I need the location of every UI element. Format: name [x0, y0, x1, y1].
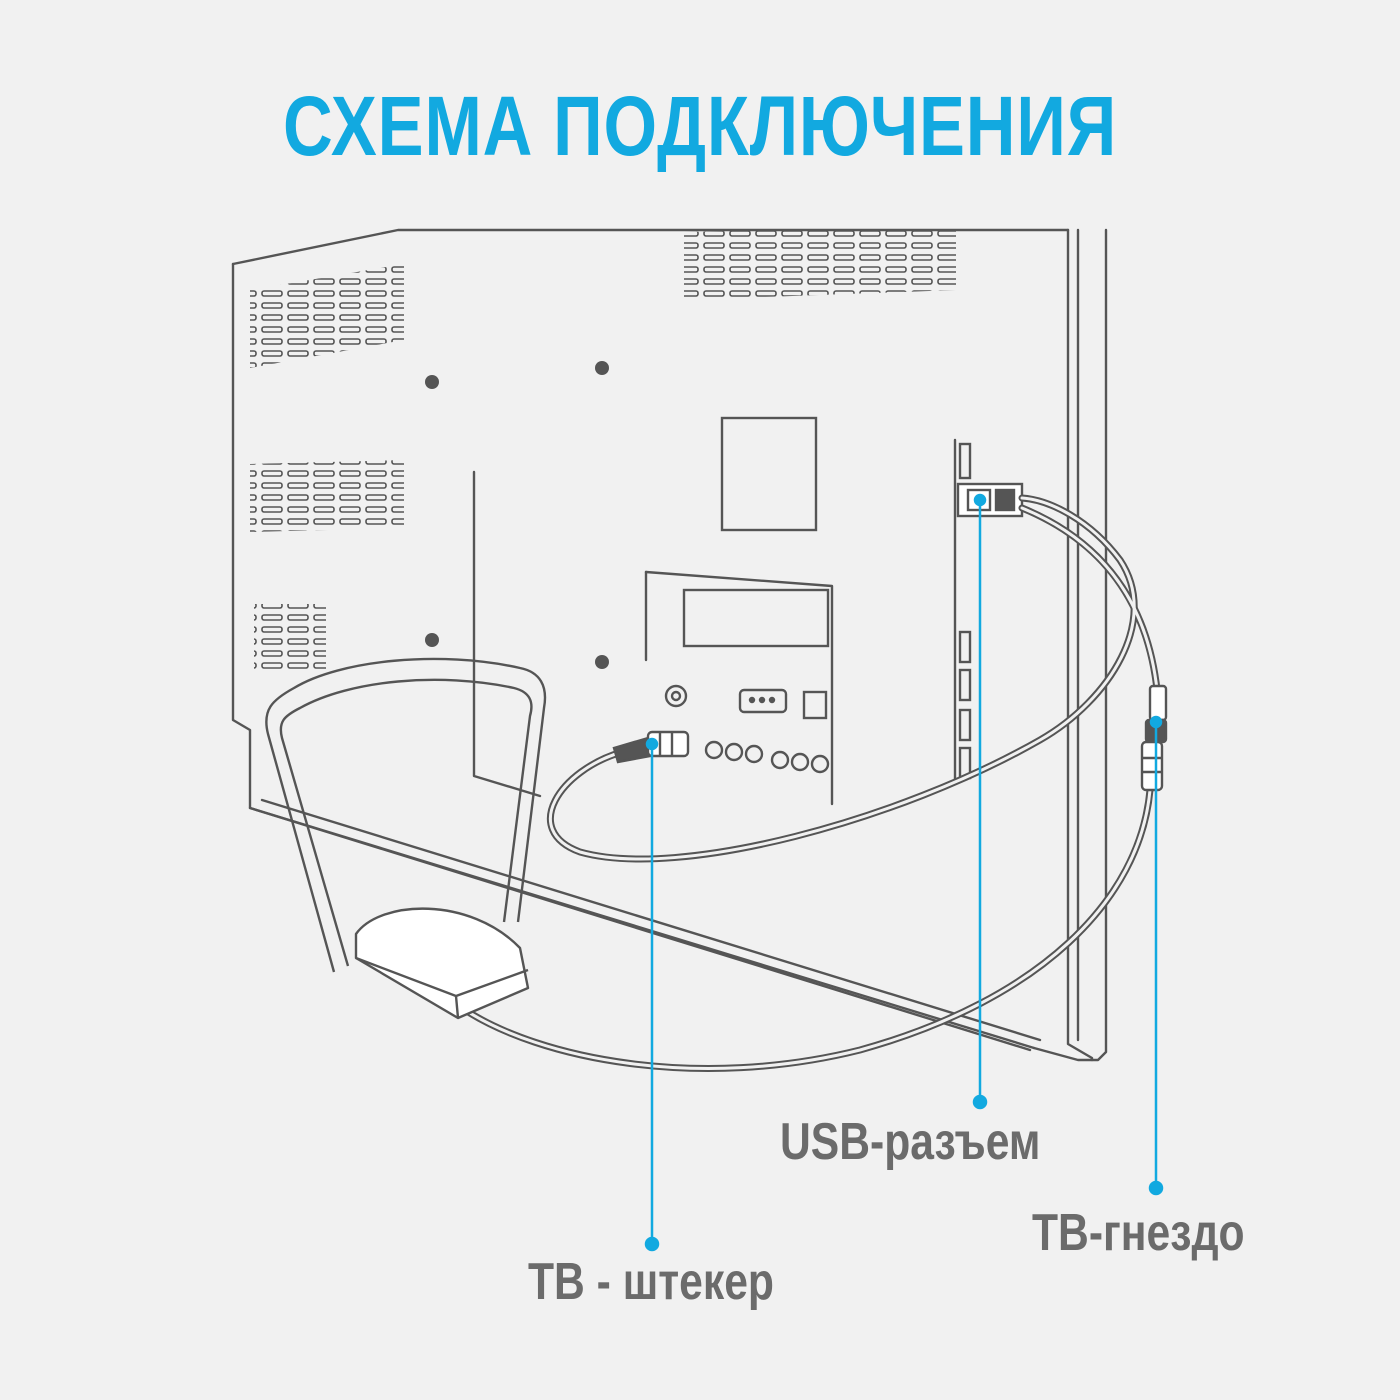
tv-plug-connector: [612, 730, 690, 764]
panel-features: [664, 416, 972, 780]
mount-hole: [425, 375, 439, 389]
callout-usb-port: USB-разъем: [780, 1113, 1041, 1171]
leader-dot-socket: [1148, 1180, 1164, 1196]
mount-hole: [425, 633, 439, 647]
mount-hole: [595, 655, 609, 669]
mount-hole: [595, 361, 609, 375]
indoor-antenna: [265, 657, 547, 1020]
rca-port: [704, 740, 724, 760]
tv-socket-connector: [1140, 684, 1168, 792]
callout-tv-socket: ТВ-гнездо: [1032, 1204, 1245, 1262]
vent-grille-top: [684, 226, 956, 300]
leader-dot-socket-top: [1149, 715, 1163, 729]
rca-port: [790, 752, 810, 772]
antenna-port: [664, 684, 688, 708]
rca-port: [770, 750, 790, 770]
leader-dot-plug-top: [645, 737, 659, 751]
rca-port: [724, 742, 744, 762]
vent-grilles: [250, 226, 956, 672]
side-port: [958, 630, 972, 664]
leader-dot-usb-top: [973, 493, 987, 507]
vent-grille-upper-left: [250, 264, 404, 368]
leader-dot-usb: [972, 1094, 988, 1110]
audio-port: [802, 690, 828, 720]
leader-dot-plug: [644, 1236, 660, 1252]
callout-tv-plug: ТВ - штекер: [528, 1253, 774, 1311]
callout-leaders: [644, 493, 1164, 1252]
side-port: [958, 708, 972, 742]
side-port: [958, 442, 972, 480]
side-port: [958, 668, 972, 702]
cables-inner: [460, 496, 1160, 1070]
rca-port: [744, 744, 764, 764]
vga-port: [738, 688, 788, 714]
tv-back-panel: [231, 228, 1108, 1062]
vent-grille-middle-left: [250, 460, 404, 532]
connector-window: [682, 588, 830, 648]
rca-port: [810, 754, 830, 774]
label-plate: [720, 416, 818, 532]
mounting-holes: [425, 361, 609, 669]
vent-grille-lower-left: [254, 604, 326, 672]
usb-plug: [956, 482, 1024, 518]
diagram-title: СХЕМА ПОДКЛЮЧЕНИЯ: [282, 79, 1118, 173]
